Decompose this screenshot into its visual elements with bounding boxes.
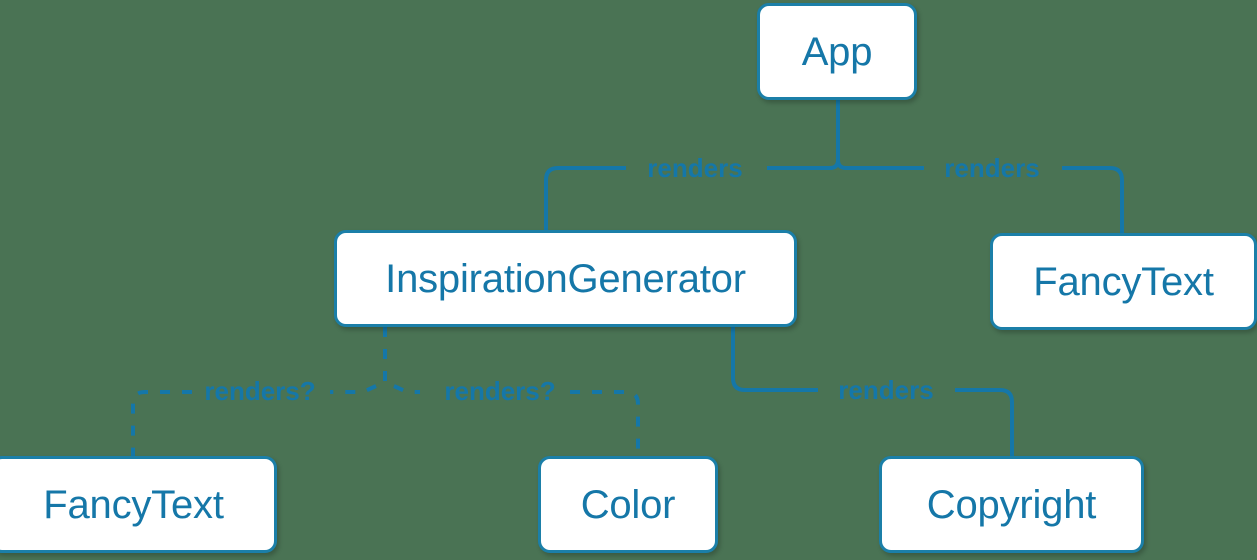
- node-copyright-label: Copyright: [926, 482, 1097, 527]
- edge-inspiration-generator-to-copyright: [731, 327, 818, 392]
- edge-label-inspiration-generator-to-copyright: renders: [838, 375, 934, 405]
- node-inspiration-generator[interactable]: InspirationGenerator: [334, 230, 797, 327]
- edge-app-stem-left: [767, 159, 840, 170]
- edge-app-to-inspiration-generator: [544, 166, 626, 230]
- edge-app-to-fancytext-right: [1062, 166, 1124, 233]
- edge-inspiration-generator-to-color: [393, 384, 420, 394]
- edge-inspiration-generator-to-copyright-tail: [955, 388, 1014, 456]
- edge-label-inspiration-generator-to-fancytext-bottom: renders?: [204, 376, 316, 406]
- node-copyright[interactable]: Copyright: [879, 456, 1144, 553]
- node-color[interactable]: Color: [538, 456, 718, 553]
- edge-label-inspiration-generator-to-color: renders?: [444, 376, 556, 406]
- node-fancytext-bottom-label: FancyText: [43, 482, 224, 527]
- edge-inspiration-generator-to-fancytext-bottom-tail: [131, 390, 192, 456]
- node-fancytext-right[interactable]: FancyText: [990, 233, 1257, 330]
- node-color-label: Color: [580, 482, 676, 527]
- edge-inspiration-generator-to-fancytext-bottom: [330, 384, 377, 394]
- edge-app-stem: [836, 100, 924, 170]
- node-fancytext-right-label: FancyText: [1033, 259, 1214, 304]
- node-app-label: App: [801, 29, 873, 74]
- node-inspiration-generator-label: InspirationGenerator: [385, 256, 746, 301]
- edge-label-app-to-inspiration-generator: renders: [647, 153, 743, 183]
- node-app[interactable]: App: [757, 3, 917, 100]
- node-fancytext-bottom[interactable]: FancyText: [0, 456, 277, 553]
- edge-inspiration-generator-to-color-tail: [570, 390, 640, 456]
- edge-label-app-to-fancytext-right: renders: [944, 153, 1040, 183]
